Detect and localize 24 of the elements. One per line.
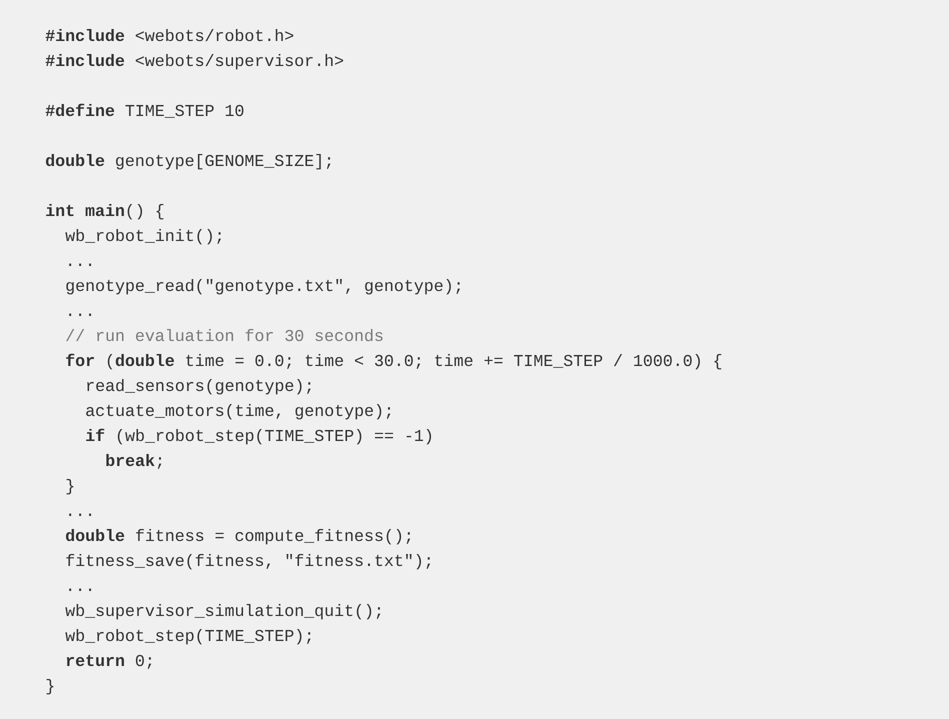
code-line: double genotype[GENOME_SIZE]; xyxy=(46,154,330,170)
code-line: read_sensors(genotype); xyxy=(87,378,311,394)
code-line: if (wb_robot_step(TIME_STEP) == -1) xyxy=(86,428,432,444)
code-line: #define TIME_STEP 10 xyxy=(46,104,244,118)
code-line: #include <webots/robot.h> xyxy=(46,28,294,42)
code-line: #include <webots/supervisor.h> xyxy=(46,54,344,70)
code-line: fitness_save(fitness, "fitness.txt"); xyxy=(66,554,430,570)
code-line: ... xyxy=(69,588,92,591)
code-line: } xyxy=(46,678,54,694)
code-line: ... xyxy=(69,264,92,266)
code-line: actuate_motors(time, genotype); xyxy=(86,404,390,420)
code-line: wb_robot_step(TIME_STEP); xyxy=(65,628,311,644)
code-line: genotype_read("genotype.txt", genotype); xyxy=(66,278,460,294)
code-line: // run evaluation for 30 seconds xyxy=(66,328,383,342)
code-line: for (double time = 0.0; time < 30.0; time += TIME_STEP / 1000.0) { xyxy=(66,354,722,370)
code-line: break; xyxy=(106,454,162,469)
code-line: double fitness = compute_fitness(); xyxy=(66,528,410,544)
code-line: wb_supervisor_simulation_quit(); xyxy=(65,604,380,620)
code-line: ... xyxy=(69,314,92,316)
code-line: ... xyxy=(69,514,92,516)
code-line: } xyxy=(66,478,74,494)
code-line: return 0; xyxy=(66,654,152,669)
code-line: wb_robot_init(); xyxy=(65,228,221,244)
code-line: int main() { xyxy=(46,204,164,220)
